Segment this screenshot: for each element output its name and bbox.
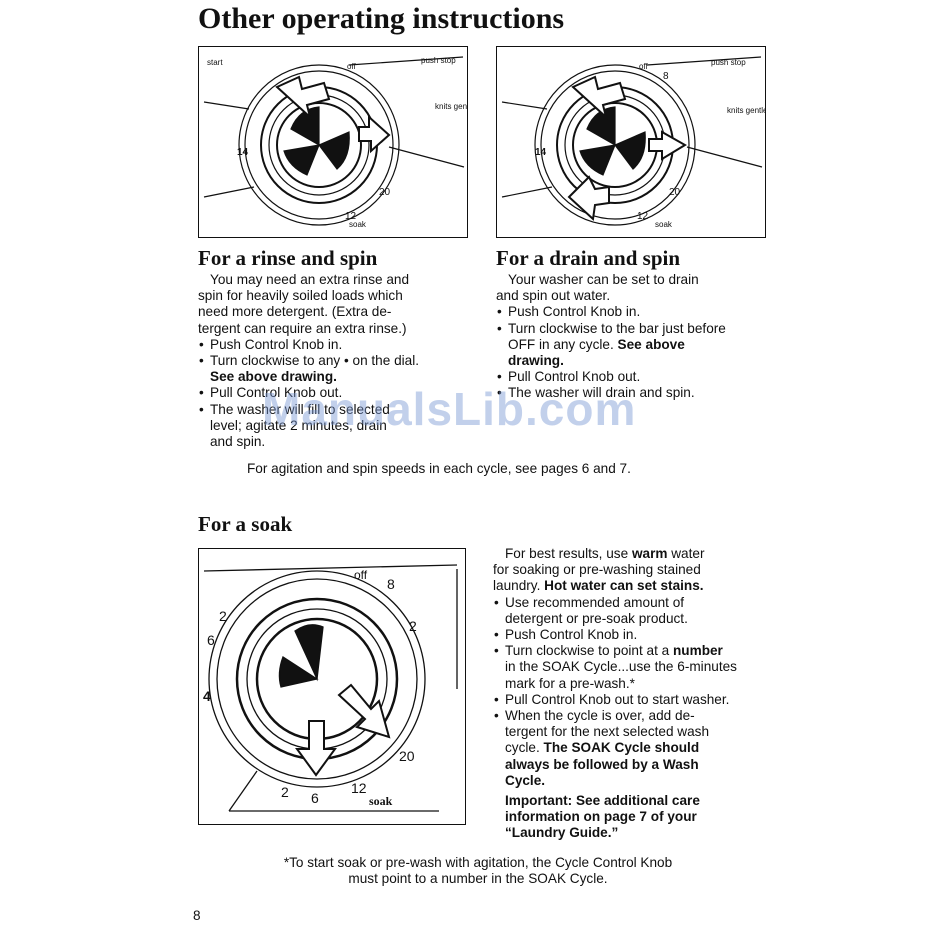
- rinse-spin-dial-figure: start off push stop knits gentle soak 14…: [198, 46, 468, 238]
- rinse-step-1: Push Control Knob in.: [198, 337, 466, 353]
- soak-intro-line-1: For best results, use warm water: [505, 546, 705, 561]
- drain-step-2: Turn clockwise to the bar just beforeOFF…: [496, 321, 776, 370]
- soak-dial-2-right-label: 2: [409, 618, 417, 634]
- drain-spin-heading: For a drain and spin: [496, 246, 681, 270]
- rinse-spin-text: You may need an extra rinse and spin for…: [198, 272, 466, 450]
- soak-dial-6-bottom-label: 6: [311, 790, 319, 806]
- dial-14-label: 14: [237, 147, 249, 158]
- soak-text: For best results, use warm water for soa…: [493, 546, 783, 842]
- soak-dial-2-bottom-label: 2: [281, 784, 289, 800]
- dial-14-label-2: 14: [535, 147, 547, 158]
- dial-knits-label: knits gentle: [435, 102, 468, 111]
- soak-dial-12-label: 12: [351, 780, 367, 796]
- drain-step-4: The washer will drain and spin.: [496, 385, 776, 401]
- drain-step-3: Pull Control Knob out.: [496, 369, 776, 385]
- dial-off-label: off: [347, 62, 357, 71]
- soak-dial-8-label: 8: [387, 576, 395, 592]
- page-number: 8: [193, 908, 201, 923]
- soak-dial-soak-label: soak: [369, 794, 393, 808]
- dial-knits-label-2: knits gentle: [727, 106, 766, 115]
- dial-soak-label-2: soak: [655, 220, 673, 229]
- soak-dial-figure: off 8 2 2 6 4 20 2 6 12 soak: [198, 548, 466, 825]
- soak-step-4: Pull Control Knob out to start washer.: [493, 692, 783, 708]
- footnote: *To start soak or pre-wash with agitatio…: [283, 855, 673, 887]
- soak-dial-20-label: 20: [399, 748, 415, 764]
- soak-step-2: Push Control Knob in.: [493, 627, 783, 643]
- soak-heading: For a soak: [198, 512, 293, 536]
- soak-step-5: When the cycle is over, add de-tergent f…: [493, 708, 783, 789]
- drain-intro-line: Your washer can be set to drain: [508, 272, 699, 287]
- soak-intro-line-2: for soaking or pre-washing stained: [493, 562, 701, 578]
- page-title: Other operating instructions: [198, 2, 565, 35]
- drain-step-1: Push Control Knob in.: [496, 304, 776, 320]
- drain-intro-line: and spin out water.: [496, 288, 611, 304]
- rinse-step-3: Pull Control Knob out.: [198, 385, 466, 401]
- dial-push-stop-label-2: push stop: [711, 58, 746, 67]
- watermark: ManualsLib.com: [262, 383, 637, 435]
- dial-off-label-2: off: [639, 62, 649, 71]
- dial-start-label: start: [207, 58, 223, 67]
- dial-12-label: 12: [345, 211, 357, 222]
- dial-8-label-2: 8: [663, 71, 669, 82]
- rinse-spin-heading: For a rinse and spin: [198, 246, 378, 270]
- speeds-note: For agitation and spin speeds in each cy…: [247, 461, 631, 476]
- rinse-intro-line: spin for heavily soiled loads which: [198, 288, 403, 304]
- soak-dial-off-label: off: [354, 568, 368, 582]
- rinse-step-2: Turn clockwise to any • on the dial.See …: [198, 353, 466, 385]
- rinse-intro-line: tergent can require an extra rinse.): [198, 320, 407, 336]
- soak-dial-6-left-label: 6: [207, 632, 215, 648]
- dial-push-stop-label: push stop: [421, 56, 456, 65]
- rinse-intro-line: need more detergent. (Extra de-: [198, 304, 392, 320]
- dial-20-label-2: 20: [669, 187, 681, 198]
- soak-intro-line-3: laundry. Hot water can set stains.: [493, 578, 704, 594]
- dial-20-label: 20: [379, 187, 391, 198]
- rinse-intro-line: You may need an extra rinse and: [210, 272, 410, 287]
- drain-spin-dial-figure: off push stop knits gentle soak 14 8 20 …: [496, 46, 766, 238]
- drain-spin-text: Your washer can be set to drain and spin…: [496, 272, 776, 402]
- soak-dial-4-label: 4: [203, 688, 211, 704]
- dial-soak-label: soak: [349, 220, 367, 229]
- dial-12-label-2: 12: [637, 211, 649, 222]
- soak-dial-2-left-label: 2: [219, 608, 227, 624]
